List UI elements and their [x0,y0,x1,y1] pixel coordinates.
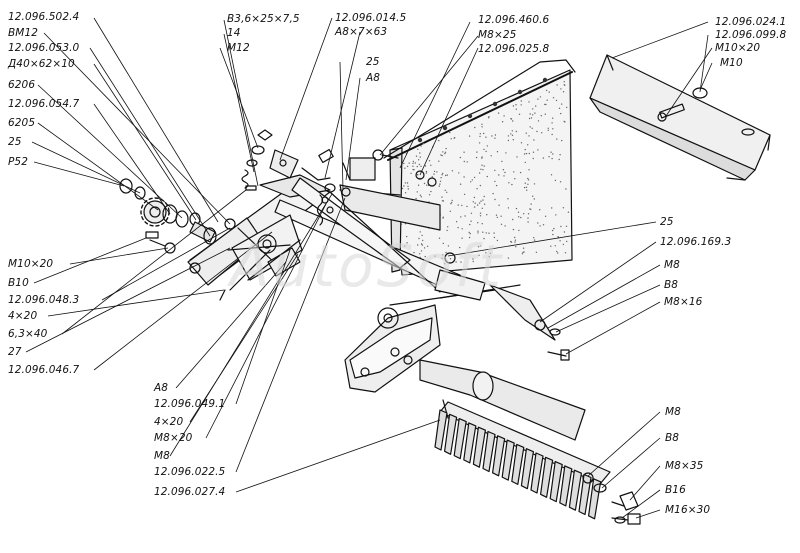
label-25-right: 25 [660,216,674,228]
label-m10: М10 [720,57,743,69]
label-v8-right-low: В8 [665,432,680,444]
label-12-096-054-7: 12.096.054.7 [8,98,80,110]
label-m8-right-low: М8 [665,406,681,418]
label-4x20-bottom: 4×20 [154,416,184,428]
label-12-096-169-3: 12.096.169.3 [660,236,732,248]
label-v8-right-mid: В8 [664,279,679,291]
deflector-guard [589,54,771,181]
watermark: AutoSoft [230,232,505,300]
label-m8x20: М8×20 [154,432,193,444]
label-vm12: ВМ12 [8,27,39,39]
comb-tooth [482,430,496,473]
label-12-096-024-1: 12.096.024.1 [715,16,787,28]
comb-tooth [520,448,535,490]
label-m8-right-mid: М8 [664,259,680,271]
label-6206: 6206 [8,79,36,91]
right-bolts-low [582,472,641,525]
label-m8-bottom: М8 [154,450,170,462]
leader-lines [25,17,713,519]
label-m12: М12 [227,42,250,54]
label-12-096-053-0: 12.096.053.0 [8,42,80,54]
label-6-3x40: 6,3×40 [8,328,48,340]
comb-teeth-bar [434,399,611,520]
label-m16x30: М16×30 [665,504,711,516]
label-12-096-046-7: 12.096.046.7 [8,364,80,376]
comb-tooth [501,439,515,481]
comb-tooth [453,418,467,460]
label-m8x35: М8×35 [665,460,704,472]
comb-tooth [568,469,583,511]
label-r52: Р52 [8,156,28,168]
label-12-096-049-1: 12.096.049.1 [154,398,226,410]
label-12-096-022-5: 12.096.022.5 [154,466,226,478]
comb-tooth [492,435,506,477]
label-12-096-014-5: 12.096.014.5 [335,12,407,24]
comb-tooth [587,478,602,520]
label-v10: В10 [8,277,29,289]
label-d40x62x10: Д40×62×10 [8,58,75,70]
label-12-096-460-6: 12.096.460.6 [478,14,550,26]
label-12-096-099-8: 12.096.099.8 [715,29,787,41]
label-6205: 6205 [8,117,36,129]
comb-tooth [578,473,592,516]
comb-tooth [463,422,477,464]
label-27: 27 [8,346,22,358]
label-4x20-left: 4×20 [8,310,38,322]
label-12-096-025-8: 12.096.025.8 [478,43,550,55]
comb-tooth [549,461,563,503]
comb-tooth [434,409,448,451]
label-12-096-027-4: 12.096.027.4 [154,486,226,498]
label-a8-bottom: А8 [154,382,169,394]
right-bolts-mid [534,319,570,361]
label-12-096-502-4: 12.096.502.4 [8,11,80,23]
comb-tooth [559,465,573,507]
label-m8x16: М8×16 [664,296,703,308]
comb-tooth [539,456,554,498]
comb-tooth [511,443,525,485]
top-hardware [241,129,437,197]
label-v16: В16 [665,484,686,496]
comb-tooth [444,413,458,455]
label-a8x7x63: А8×7×63 [335,26,388,38]
bottom-bracket-roller [344,252,586,441]
comb-tooth [530,452,544,494]
label-25-top: 25 [366,56,380,68]
comb-tooth [472,426,486,468]
label-a8-top: А8 [366,72,381,84]
label-12-096-048-3: 12.096.048.3 [8,294,80,306]
label-14: 14 [227,27,241,39]
label-m10x20-top: М10×20 [715,42,761,54]
lever-links [219,194,334,301]
label-m10x20-left: М10×20 [8,258,54,270]
label-v3-6x25x7-5: В3,6×25×7,5 [227,13,300,25]
label-m8x25: М8×25 [478,29,517,41]
label-25-left: 25 [8,136,22,148]
